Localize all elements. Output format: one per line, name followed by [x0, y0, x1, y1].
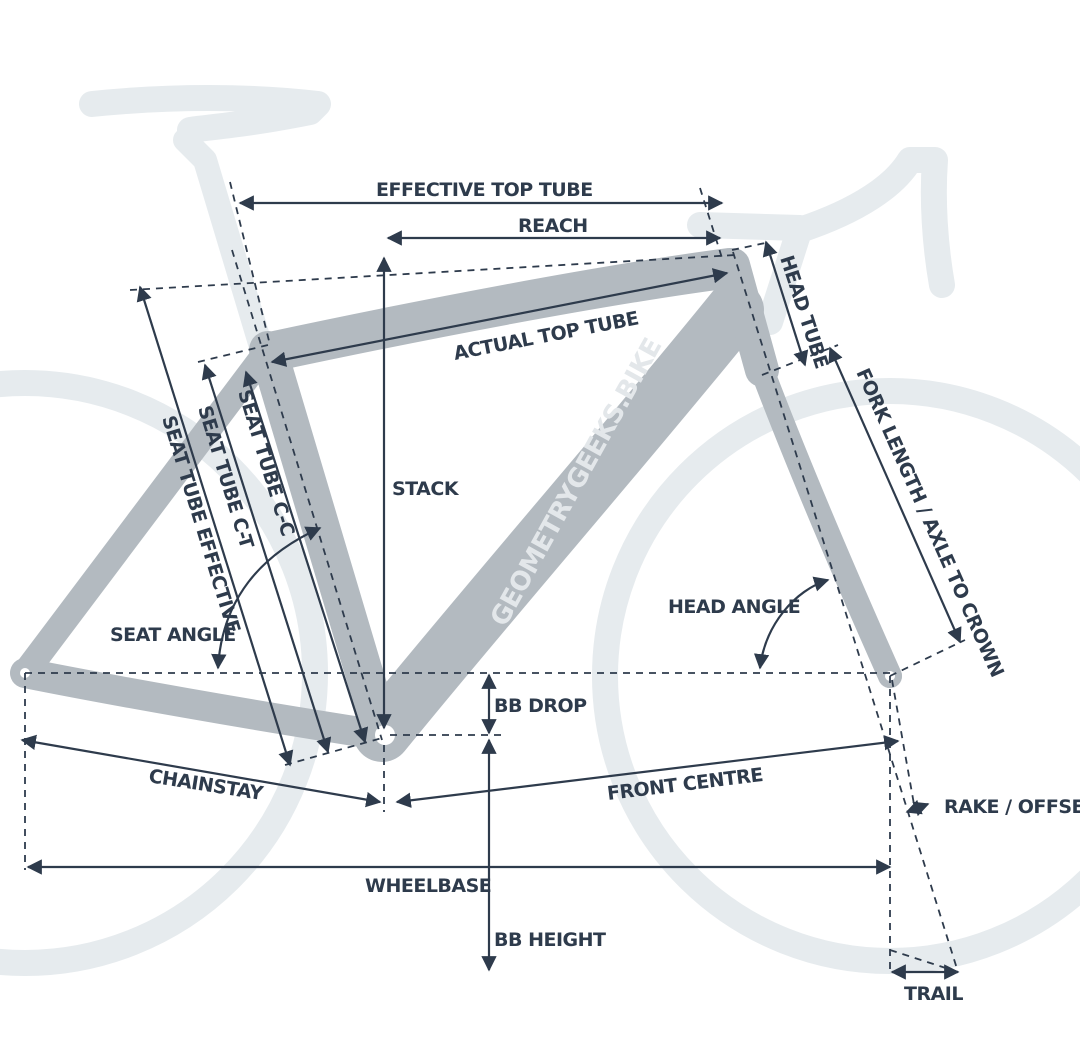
seat-angle-label: SEAT ANGLE	[110, 624, 236, 646]
watermark-text: GEOMETRYGEEKS.BIKE	[485, 333, 668, 631]
head-angle-label: HEAD ANGLE	[668, 596, 800, 618]
seat-tube-effective-arrow	[136, 285, 294, 767]
seat-angle-arc	[211, 526, 322, 670]
fork-end-ref	[889, 639, 966, 677]
seatpost-ghost	[173, 128, 274, 362]
saddle-ghost	[79, 85, 331, 143]
bb-height-label: BB HEIGHT	[494, 929, 606, 951]
rake-offset-arrow	[905, 799, 930, 817]
offset-ref	[891, 679, 916, 811]
head-angle-arc	[753, 576, 830, 670]
handlebar-ghost	[787, 147, 955, 298]
stack-label: STACK	[392, 478, 460, 500]
wheelbase-label: WHEELBASE	[365, 875, 491, 897]
bb-drop-label: BB DROP	[494, 695, 587, 717]
effective-top-tube-label: EFFECTIVE TOP TUBE	[376, 179, 593, 201]
trail-label: TRAIL	[904, 983, 963, 1005]
front-centre-arrow	[395, 735, 900, 808]
chainstay-arrow	[20, 734, 382, 808]
head-tube-top-ref	[731, 241, 771, 251]
front-wheel-ghost	[592, 378, 1080, 974]
bike-frame: GEOMETRYGEEKS.BIKE	[10, 248, 902, 762]
reach-label: REACH	[518, 215, 588, 237]
dimension-arrows	[20, 195, 962, 980]
ghost-bike	[0, 85, 1080, 976]
actual-top-tube-arrow	[270, 268, 729, 367]
head-tube-frame	[716, 248, 779, 387]
fork-length-arrow	[828, 346, 962, 644]
head-tube-arrow	[762, 240, 809, 367]
ett-left-ref	[229, 181, 271, 346]
rake-offset-label: RAKE / OFFSET	[944, 796, 1080, 818]
